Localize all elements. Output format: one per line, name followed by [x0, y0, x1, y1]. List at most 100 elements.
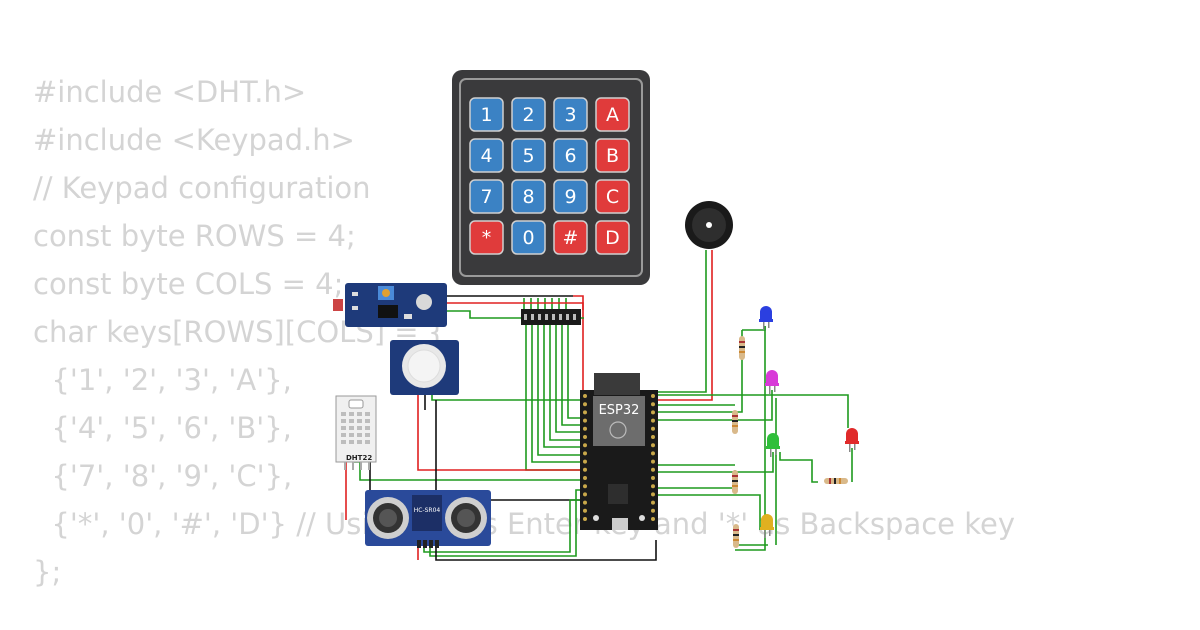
resistor — [733, 524, 739, 548]
keypad-key-label: 6 — [564, 145, 576, 167]
esp32-pin — [651, 402, 655, 407]
esp32-pin — [583, 410, 587, 415]
resistor — [824, 478, 848, 484]
keypad-key-label: # — [563, 227, 579, 249]
esp32-pin — [651, 435, 655, 439]
keypad-key-4[interactable]: 4 — [469, 138, 504, 173]
dht-vent — [365, 419, 370, 423]
dht-vent — [341, 426, 346, 430]
keypad-key-*[interactable]: * — [469, 220, 504, 255]
dht-vent — [357, 419, 362, 423]
esp32-pin — [651, 492, 655, 497]
esp32-pin — [651, 443, 655, 448]
esp32-pin — [583, 402, 587, 407]
led-magenta[interactable] — [765, 370, 779, 394]
header-pin — [545, 314, 548, 320]
keypad-key-label: 9 — [564, 186, 576, 208]
led-green[interactable] — [766, 433, 780, 457]
esp32-pin — [651, 418, 655, 423]
dht-vent — [341, 440, 346, 444]
esp32-pin — [651, 500, 655, 505]
header-pin — [573, 314, 576, 320]
esp32-pin — [583, 418, 587, 423]
dht-vent — [349, 419, 354, 423]
dht-vent — [365, 412, 370, 416]
resistor — [732, 470, 738, 494]
keypad-key-D[interactable]: D — [595, 220, 630, 255]
esp32-board[interactable]: ESP32 — [580, 373, 658, 530]
keypad-key-A[interactable]: A — [595, 97, 630, 132]
keypad-key-3[interactable]: 3 — [553, 97, 588, 132]
esp32-pin — [651, 451, 655, 456]
keypad-key-0[interactable]: 0 — [511, 220, 546, 255]
dht-vent — [357, 426, 362, 430]
keypad-key-label: C — [606, 186, 619, 208]
keypad-key-7[interactable]: 7 — [469, 179, 504, 214]
keypad-key-label: 1 — [480, 104, 492, 126]
resistors — [732, 336, 848, 548]
keypad-key-label: 7 — [480, 186, 492, 208]
keypad-key-2[interactable]: 2 — [511, 97, 546, 132]
keypad-key-5[interactable]: 5 — [511, 138, 546, 173]
keypad-key-label: 3 — [564, 104, 576, 126]
wires — [345, 250, 853, 561]
esp32-pin — [583, 443, 587, 448]
keypad-key-B[interactable]: B — [595, 138, 630, 173]
dht-vent — [365, 433, 370, 437]
led-red[interactable] — [845, 428, 859, 452]
keypad-key-1[interactable]: 1 — [469, 97, 504, 132]
esp32-pin — [583, 426, 587, 431]
keypad-key-#[interactable]: # — [553, 220, 588, 255]
dht22-sensor[interactable]: DHT22 — [335, 395, 377, 470]
ultrasonic-sensor[interactable]: HC-SR04 — [365, 490, 491, 548]
esp32-pin — [583, 517, 587, 521]
esp32-pin — [651, 410, 655, 415]
dht-vent — [357, 440, 362, 444]
esp32-pin — [651, 517, 655, 521]
pin-header — [521, 309, 581, 325]
dht-vent — [341, 433, 346, 437]
esp32-pin — [583, 476, 587, 480]
esp32-label: ESP32 — [599, 403, 640, 418]
esp32-pin — [651, 459, 655, 464]
esp32-pin — [583, 500, 587, 505]
esp32-pin — [651, 394, 655, 398]
led-blue[interactable] — [759, 306, 773, 330]
resistor — [739, 336, 745, 360]
led-yellow[interactable] — [760, 514, 774, 538]
dht-vent — [349, 412, 354, 416]
keypad-key-9[interactable]: 9 — [553, 179, 588, 214]
esp32-pin — [583, 435, 587, 439]
keypad-key-8[interactable]: 8 — [511, 179, 546, 214]
header-pin — [531, 314, 534, 320]
dht-vent — [365, 440, 370, 444]
dht-vent — [357, 433, 362, 437]
dht-vent — [341, 412, 346, 416]
keypad-key-label: * — [482, 227, 492, 249]
header-pin — [566, 314, 569, 320]
keypad-bezel — [459, 78, 643, 277]
pir-sensor[interactable] — [390, 340, 459, 395]
dht-vent — [349, 433, 354, 437]
esp32-pin — [583, 394, 587, 398]
keypad-key-label: 2 — [522, 104, 534, 126]
ldr-module[interactable] — [333, 283, 447, 327]
keypad-key-C[interactable]: C — [595, 179, 630, 214]
esp32-pin — [651, 467, 655, 472]
keypad-key-label: 4 — [480, 145, 492, 167]
buzzer[interactable] — [685, 201, 733, 249]
dht-vent — [341, 419, 346, 423]
esp32-pin — [583, 508, 587, 513]
esp32-pin — [651, 508, 655, 513]
keypad-key-label: 5 — [522, 145, 534, 167]
ultrasonic-label: HC-SR04 — [414, 507, 441, 514]
esp32-pin — [651, 484, 655, 489]
keypad-key-6[interactable]: 6 — [553, 138, 588, 173]
keypad-key-label: A — [606, 104, 619, 126]
header-pin — [538, 314, 541, 320]
keypad-key-label: B — [606, 145, 619, 167]
esp32-pin — [583, 467, 587, 472]
